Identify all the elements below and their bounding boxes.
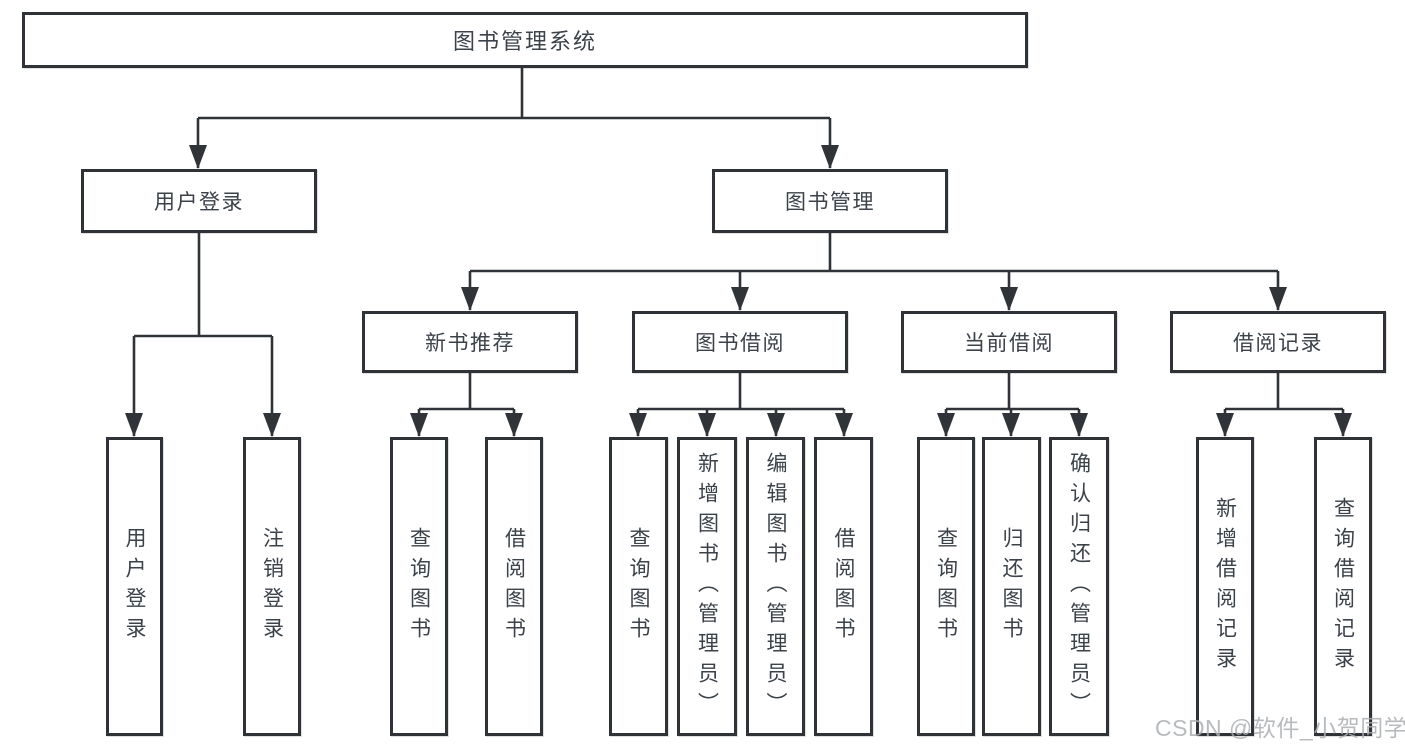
arrowhead-down-icon bbox=[1216, 413, 1234, 437]
arrowhead-down-icon bbox=[1070, 413, 1088, 437]
arrowhead-down-icon bbox=[505, 413, 523, 437]
arrowhead-down-icon bbox=[1334, 413, 1352, 437]
leaf-logout-login: 注销登录 bbox=[243, 437, 301, 736]
csdn-watermark: CSDN @软件_小贺同学 bbox=[1155, 715, 1405, 741]
leaf-borrow-borrow-books: 借阅图书 bbox=[814, 437, 873, 736]
arrowhead-down-icon bbox=[1000, 287, 1018, 311]
leaf-recommend-borrow-books: 借阅图书 bbox=[485, 437, 543, 736]
arrowhead-down-icon bbox=[410, 413, 428, 437]
arrowhead-down-icon bbox=[698, 413, 716, 437]
node-current-borrow: 当前借阅 bbox=[901, 311, 1117, 373]
arrowhead-down-icon bbox=[937, 413, 955, 437]
leaf-label: 编辑图书（管理员） bbox=[764, 451, 787, 722]
node-new-book-recommend: 新书推荐 bbox=[362, 311, 578, 373]
node-book-borrow: 图书借阅 bbox=[632, 311, 848, 373]
leaf-records-add-record: 新增借阅记录 bbox=[1196, 437, 1254, 736]
leaf-current-query-books: 查询图书 bbox=[917, 437, 975, 736]
arrowhead-down-icon bbox=[125, 413, 143, 437]
node-library-management-system: 图书管理系统 bbox=[22, 12, 1028, 68]
leaf-label: 查询图书 bbox=[934, 526, 958, 647]
arrowhead-down-icon bbox=[821, 145, 839, 169]
leaf-label: 借阅图书 bbox=[832, 526, 855, 647]
leaf-label: 新增图书（管理员） bbox=[695, 451, 719, 722]
leaf-borrow-query-books: 查询图书 bbox=[609, 437, 668, 736]
arrowhead-down-icon bbox=[1269, 287, 1287, 311]
leaf-borrow-edit-books-admin: 编辑图书（管理员） bbox=[746, 437, 805, 736]
leaf-label: 注销登录 bbox=[260, 526, 284, 647]
leaf-label: 借阅图书 bbox=[502, 526, 526, 647]
leaf-label: 归还图书 bbox=[1000, 526, 1023, 647]
arrowhead-down-icon bbox=[1002, 413, 1020, 437]
leaf-label: 新增借阅记录 bbox=[1213, 496, 1237, 677]
leaf-borrow-add-books-admin: 新增图书（管理员） bbox=[677, 437, 737, 736]
arrowhead-down-icon bbox=[263, 413, 281, 437]
leaf-recommend-query-books: 查询图书 bbox=[390, 437, 448, 736]
leaf-user-login: 用户登录 bbox=[106, 437, 163, 736]
arrowhead-down-icon bbox=[767, 413, 785, 437]
leaf-current-confirm-return-admin: 确认归还（管理员） bbox=[1049, 437, 1109, 736]
leaf-current-return-books: 归还图书 bbox=[982, 437, 1041, 736]
leaf-label: 查询图书 bbox=[407, 526, 431, 647]
leaf-label: 查询借阅记录 bbox=[1331, 496, 1355, 677]
leaf-label: 查询图书 bbox=[627, 526, 650, 647]
leaf-records-query-record: 查询借阅记录 bbox=[1314, 437, 1372, 736]
leaf-label: 用户登录 bbox=[123, 526, 146, 647]
arrowhead-down-icon bbox=[731, 287, 749, 311]
node-book-management: 图书管理 bbox=[712, 169, 948, 233]
leaf-label: 确认归还（管理员） bbox=[1067, 451, 1091, 722]
node-user-login: 用户登录 bbox=[81, 169, 317, 233]
node-borrow-records: 借阅记录 bbox=[1170, 311, 1386, 373]
arrowhead-down-icon bbox=[835, 413, 853, 437]
arrowhead-down-icon bbox=[461, 287, 479, 311]
arrowhead-down-icon bbox=[189, 145, 207, 169]
arrowhead-down-icon bbox=[629, 413, 647, 437]
